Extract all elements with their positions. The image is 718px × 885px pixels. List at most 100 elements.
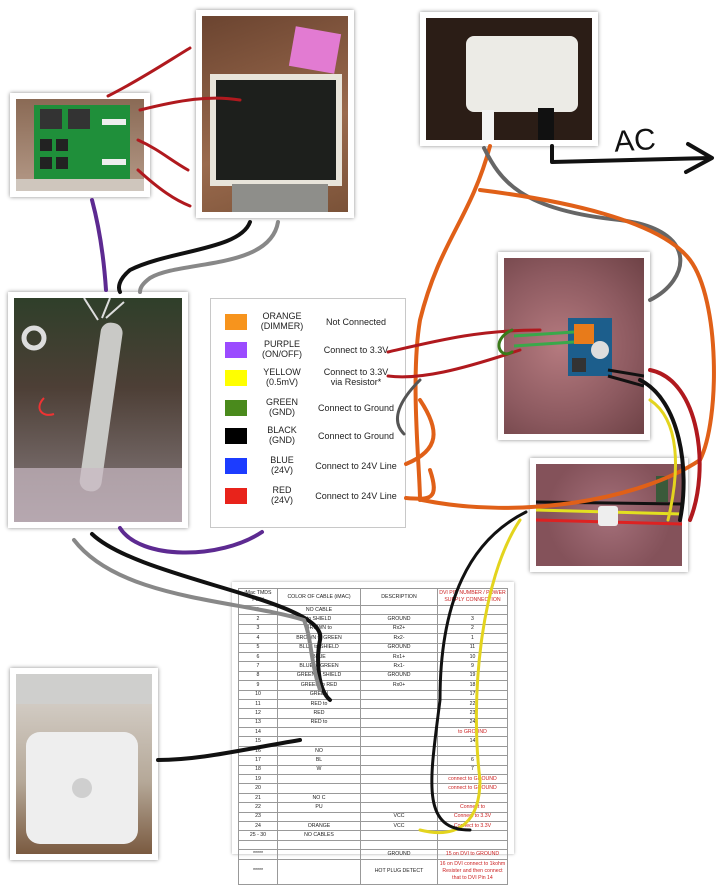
wire-color-legend: ORANGE(DIMMER) Not Connected PURPLE(ON/O… (210, 298, 406, 528)
description-cell: GROUND (361, 671, 438, 680)
legend-color-name: GREEN(GND) (249, 397, 315, 417)
dvi-cell: 3 (438, 615, 508, 624)
pin-cell: 19 (239, 775, 278, 784)
dvi-cell: 19 (438, 671, 508, 680)
header-imac-pin: iMac TMDS PIN# (239, 589, 278, 606)
orange-wire-brick-converter (416, 146, 490, 500)
pin-cell: 8 (239, 671, 278, 680)
dvi-cell: 22 (438, 699, 508, 708)
red-wire-board-lcd-1 (108, 48, 190, 96)
legend-connection: Connect to Ground (311, 403, 401, 413)
color-cell: RED (278, 709, 361, 718)
description-cell (361, 765, 438, 774)
purple-wire-bottom (120, 528, 262, 553)
legend-color-name: YELLOW(0.5mV) (249, 367, 315, 387)
pin-cell (239, 840, 278, 849)
description-cell (361, 737, 438, 746)
pin-cell: 3 (239, 624, 278, 633)
header-dvi-pin: DVI PIN NUMBER / POWER SUPPLY CONNECTION (438, 589, 508, 606)
color-cell: to SHIELD (278, 615, 361, 624)
description-cell: GROUND (361, 850, 438, 859)
description-cell (361, 690, 438, 699)
description-cell (361, 709, 438, 718)
color-cell (278, 737, 361, 746)
color-cell: W (278, 765, 361, 774)
color-cell: NO CABLE (278, 606, 361, 615)
color-cell (278, 775, 361, 784)
black-wire-lcd-harness (119, 222, 250, 292)
pin-cell: 13 (239, 718, 278, 727)
description-cell: GROUND (361, 615, 438, 624)
color-cell: NO C (278, 793, 361, 802)
legend-row-orange: ORANGE(DIMMER) Not Connected (211, 309, 405, 337)
description-cell: Rx1- (361, 662, 438, 671)
color-cell (278, 859, 361, 884)
color-cell: GREEN (278, 690, 361, 699)
description-cell: HOT PLUG DETECT (361, 859, 438, 884)
color-cell: RED to (278, 699, 361, 708)
color-cell: BLUE to SHIELD (278, 643, 361, 652)
swatch-blue (225, 458, 247, 474)
dvi-cell: Connect to 3.3V (438, 812, 508, 821)
orange-wire-to-legend-red (406, 470, 434, 499)
dvi-cell: 10 (438, 652, 508, 661)
color-cell: GREEN to SHIELD (278, 671, 361, 680)
color-cell: NO CABLES (278, 831, 361, 840)
pin-cell: 23 (239, 812, 278, 821)
dvi-cell: 1 (438, 634, 508, 643)
legend-connection: Connect to Ground (311, 431, 401, 441)
legend-connection: Connect to 24V Line (311, 491, 401, 501)
legend-row-green: GREEN(GND) Connect to Ground (211, 395, 405, 423)
pin-cell: 9 (239, 681, 278, 690)
legend-row-purple: PURPLE(ON/OFF) Connect to 3.3V (211, 337, 405, 365)
led-driver-board-photo (10, 93, 150, 197)
dvi-cell (438, 793, 508, 802)
swatch-black (225, 428, 247, 444)
pin-cell: 10 (239, 690, 278, 699)
description-cell (361, 699, 438, 708)
pin-mapping-table: iMac TMDS PIN# COLOR OF CABLE (iMAC) DES… (238, 588, 508, 885)
description-cell: VCC (361, 812, 438, 821)
description-cell (361, 718, 438, 727)
description-cell (361, 831, 438, 840)
lcd-panel-image (202, 16, 348, 212)
swatch-green (225, 400, 247, 416)
legend-connection: Connect to 3.3V (311, 345, 401, 355)
purple-wire-top (92, 200, 106, 290)
color-cell (278, 812, 361, 821)
dvi-cell: 6 (438, 756, 508, 765)
pin-cell: 22 (239, 803, 278, 812)
dvi-cell: 15 on DVI to GROUND (438, 850, 508, 859)
color-cell: RED to (278, 718, 361, 727)
dvi-cell: 17 (438, 690, 508, 699)
pin-cell: 1 (239, 606, 278, 615)
ac-label: AC (613, 123, 657, 159)
pin-cell: 11 (239, 699, 278, 708)
dvi-cell: 23 (438, 709, 508, 718)
dvi-cell: 16 on DVI connect to 1kohm Resister and … (438, 859, 508, 884)
dvi-cell (438, 831, 508, 840)
lcd-panel-photo (196, 10, 354, 218)
color-cell: NO (278, 746, 361, 755)
legend-color-name: RED(24V) (249, 485, 315, 505)
